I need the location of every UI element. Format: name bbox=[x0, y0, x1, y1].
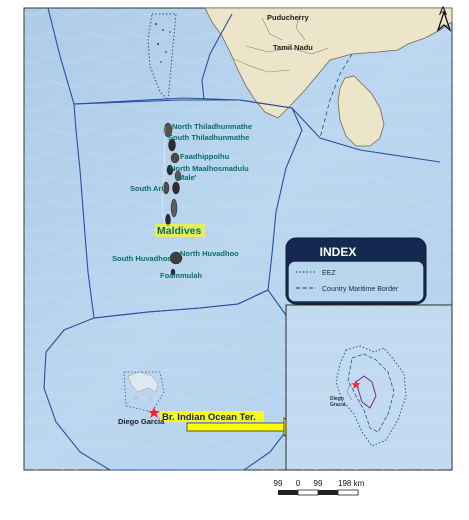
label-biot: Br. Indian Ocean Ter. bbox=[162, 412, 256, 423]
maldives-highlight bbox=[155, 224, 205, 237]
atoll-label: South Huvadhoo bbox=[112, 254, 172, 263]
chagos-archipelago bbox=[126, 371, 159, 406]
atoll-label: Foammulah bbox=[160, 271, 203, 280]
india-landmass bbox=[204, 7, 453, 119]
legend-item-maritime-border: Country Maritime Border bbox=[322, 286, 399, 293]
legend-item-eez: EEZ bbox=[322, 270, 336, 277]
scale-tick: 0 bbox=[296, 479, 301, 488]
label-maldives: Maldives bbox=[157, 225, 202, 237]
scale-tick: 198 km bbox=[338, 479, 365, 488]
atoll-label: South Thiladhunmathe bbox=[168, 133, 249, 142]
sri-lanka-landmass bbox=[337, 75, 385, 147]
label-tamil-nadu: Tamil Nadu bbox=[273, 43, 313, 52]
north-arrow-label: A bbox=[439, 4, 447, 18]
legend-title: INDEX bbox=[320, 245, 357, 259]
atoll-label: Male' bbox=[178, 173, 197, 182]
biot-eez bbox=[43, 289, 301, 471]
atoll-label: North Thiladhunmathe bbox=[172, 122, 252, 131]
scale-tick: 99 bbox=[274, 479, 283, 488]
inset-map bbox=[285, 304, 453, 471]
maldives-atolls bbox=[162, 122, 183, 276]
label-diego-garcia: Diego Garcia bbox=[118, 417, 165, 426]
diego-garcia-marker bbox=[148, 407, 160, 418]
atoll-label: North Maalhosmadulu bbox=[170, 164, 249, 173]
scale-tick: 99 bbox=[314, 479, 323, 488]
biot-highlight bbox=[160, 411, 264, 422]
label-puducherry: Puducherry bbox=[267, 13, 310, 22]
legend bbox=[285, 237, 427, 305]
atoll-label: North Huvadhoo bbox=[180, 249, 239, 258]
scale-bar bbox=[278, 489, 359, 496]
atoll-label: South Ari bbox=[130, 184, 163, 193]
atoll-label: Faadhippolhu bbox=[180, 152, 230, 161]
north-arrow-icon bbox=[436, 9, 452, 32]
